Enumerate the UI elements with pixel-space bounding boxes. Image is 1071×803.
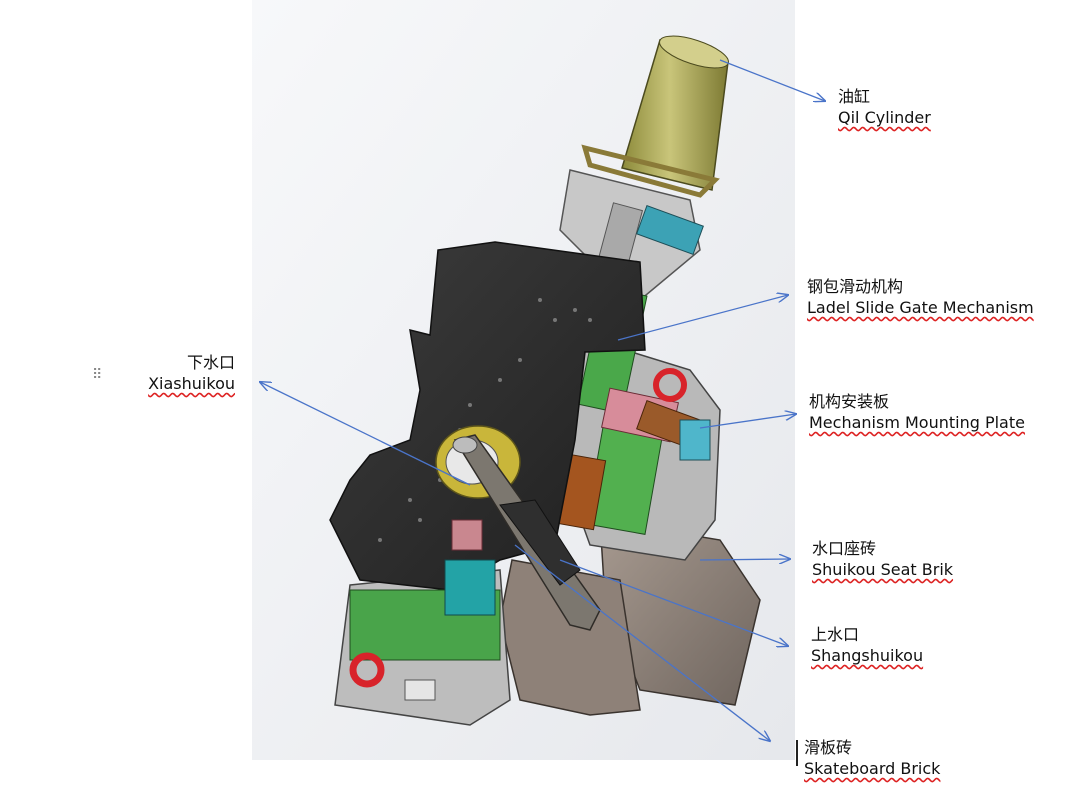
label-shuikou-seat-en: Shuikou Seat Brik [812,560,954,579]
label-oil-cylinder-cn: 油缸 [838,87,871,106]
label-mounting-plate-cn: 机构安装板 [809,392,890,411]
label-ladel-slide-gate: 钢包滑动机构 Ladel Slide Gate Mechanism [807,276,1038,318]
label-oil-cylinder-en: Qil Cylinder [838,108,931,127]
cad-model-illustration [329,35,761,726]
label-skateboard-brick-cn: 滑板砖 [804,738,853,757]
label-xiashuikou: 下水口 Xiashuikou [120,352,235,394]
leader-skateboard-brick [514,544,770,741]
label-xiashuikou-en: Xiashuikou [148,374,235,393]
leader-shangshuikou [559,559,788,646]
label-skateboard-brick-en: Skateboard Brick [804,759,941,778]
lifting-ring-top [653,368,687,402]
leader-mounting-plate [699,414,796,429]
label-skateboard-brick: 滑板砖 Skateboard Brick [804,737,940,779]
label-xiashuikou-cn: 下水口 [186,353,235,372]
lifting-ring-bottom [349,652,385,688]
leader-ladel-slide-gate [617,295,788,341]
black-frame-plate [329,241,646,591]
text-cursor [796,740,798,766]
label-ladel-slide-gate-en: Ladel Slide Gate Mechanism [807,298,1034,317]
label-shuikou-seat-cn: 水口座砖 [812,539,877,558]
label-shangshuikou-en: Shangshuikou [811,646,924,665]
label-shuikou-seat: 水口座砖 Shuikou Seat Brik [812,538,953,580]
leader-oil-cylinder [719,59,825,101]
label-oil-cylinder: 油缸 Qil Cylinder [838,86,931,128]
label-shangshuikou: 上水口 Shangshuikou [811,624,923,666]
leader-shuikou-seat [699,559,790,560]
label-mounting-plate-en: Mechanism Mounting Plate [809,413,1025,432]
label-shangshuikou-cn: 上水口 [811,625,860,644]
label-ladel-slide-gate-cn: 钢包滑动机构 [807,277,904,296]
leader-xiashuikou [260,382,471,486]
drag-handle-icon[interactable]: ⠿ [92,366,104,382]
label-mounting-plate: 机构安装板 Mechanism Mounting Plate [809,391,1025,433]
leader-lines [260,59,825,741]
